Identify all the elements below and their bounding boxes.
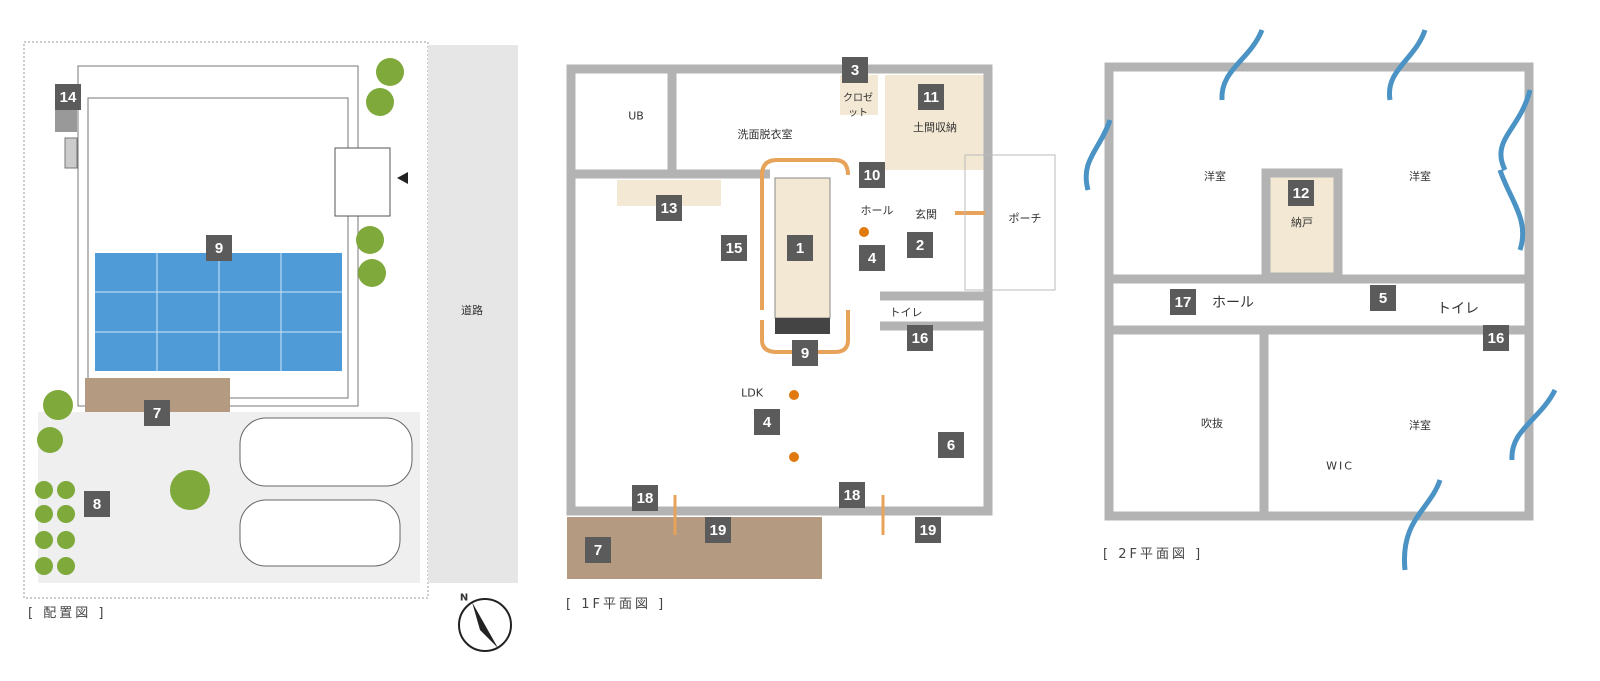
room-storage: 土間収納 [913,121,957,134]
badge-8: 8 [84,491,110,517]
badge-14: 14 [55,84,81,110]
floor2-drawing [1083,28,1558,571]
room-hall: ホール [1212,295,1254,311]
room-western-2: 洋室 [1409,170,1431,183]
floor1-drawing [566,64,1056,579]
badge-11: 11 [918,84,944,110]
badge-17: 17 [1170,289,1196,315]
room-porch: ポーチ [1008,212,1042,225]
road-label: 道路 [461,304,483,317]
room-western-3: 洋室 [1409,419,1431,432]
room-washroom: 洗面脱衣室 [737,128,793,141]
tree-icon [35,58,404,575]
room-wic: WIC [1326,459,1354,473]
site-plan-drawing [23,41,518,599]
badge-7: 7 [144,400,170,426]
badge-6: 6 [938,432,964,458]
room-hall: ホール [860,204,894,217]
badge-18: 18 [839,482,865,508]
room-void: 吹抜 [1201,417,1223,430]
floor1-caption: [ 1F平面図 ] [566,597,667,612]
site-plan-caption: [ 配置図 ] [28,606,107,621]
entrance-arrow-icon [397,172,408,184]
road [428,45,518,583]
room-western-1: 洋室 [1204,170,1226,183]
room-ldk: LDK [741,386,763,400]
room-entrance: 玄関 [915,208,937,221]
badge-19: 19 [915,517,941,543]
north-label: N [459,592,469,604]
badge-7: 7 [585,537,611,563]
badge-5: 5 [1370,285,1396,311]
room-ub: UB [628,109,644,123]
badge-9: 9 [792,340,818,366]
badge-15: 15 [721,235,747,261]
badge-16: 16 [1483,325,1509,351]
floor2-caption: [ 2F平面図 ] [1103,547,1204,562]
badge-4: 4 [859,245,885,271]
badge-4: 4 [754,409,780,435]
badge-12: 12 [1288,180,1314,206]
room-toilet: トイレ [889,306,923,319]
badge-18: 18 [632,485,658,511]
badge-2: 2 [907,232,933,258]
badge-13: 13 [656,195,682,221]
car-icon [239,417,413,567]
badge-1: 1 [787,235,813,261]
room-closet: クロゼット [843,93,873,119]
badge-19: 19 [705,517,731,543]
badge-10: 10 [859,162,885,188]
north-compass-icon [458,598,512,652]
badge-9: 9 [206,235,232,261]
badge-3: 3 [842,57,868,83]
wind-flow-icon [1083,28,1558,571]
room-toilet: トイレ [1437,301,1479,317]
badge-16: 16 [907,325,933,351]
room-storeroom: 納戸 [1291,216,1313,229]
